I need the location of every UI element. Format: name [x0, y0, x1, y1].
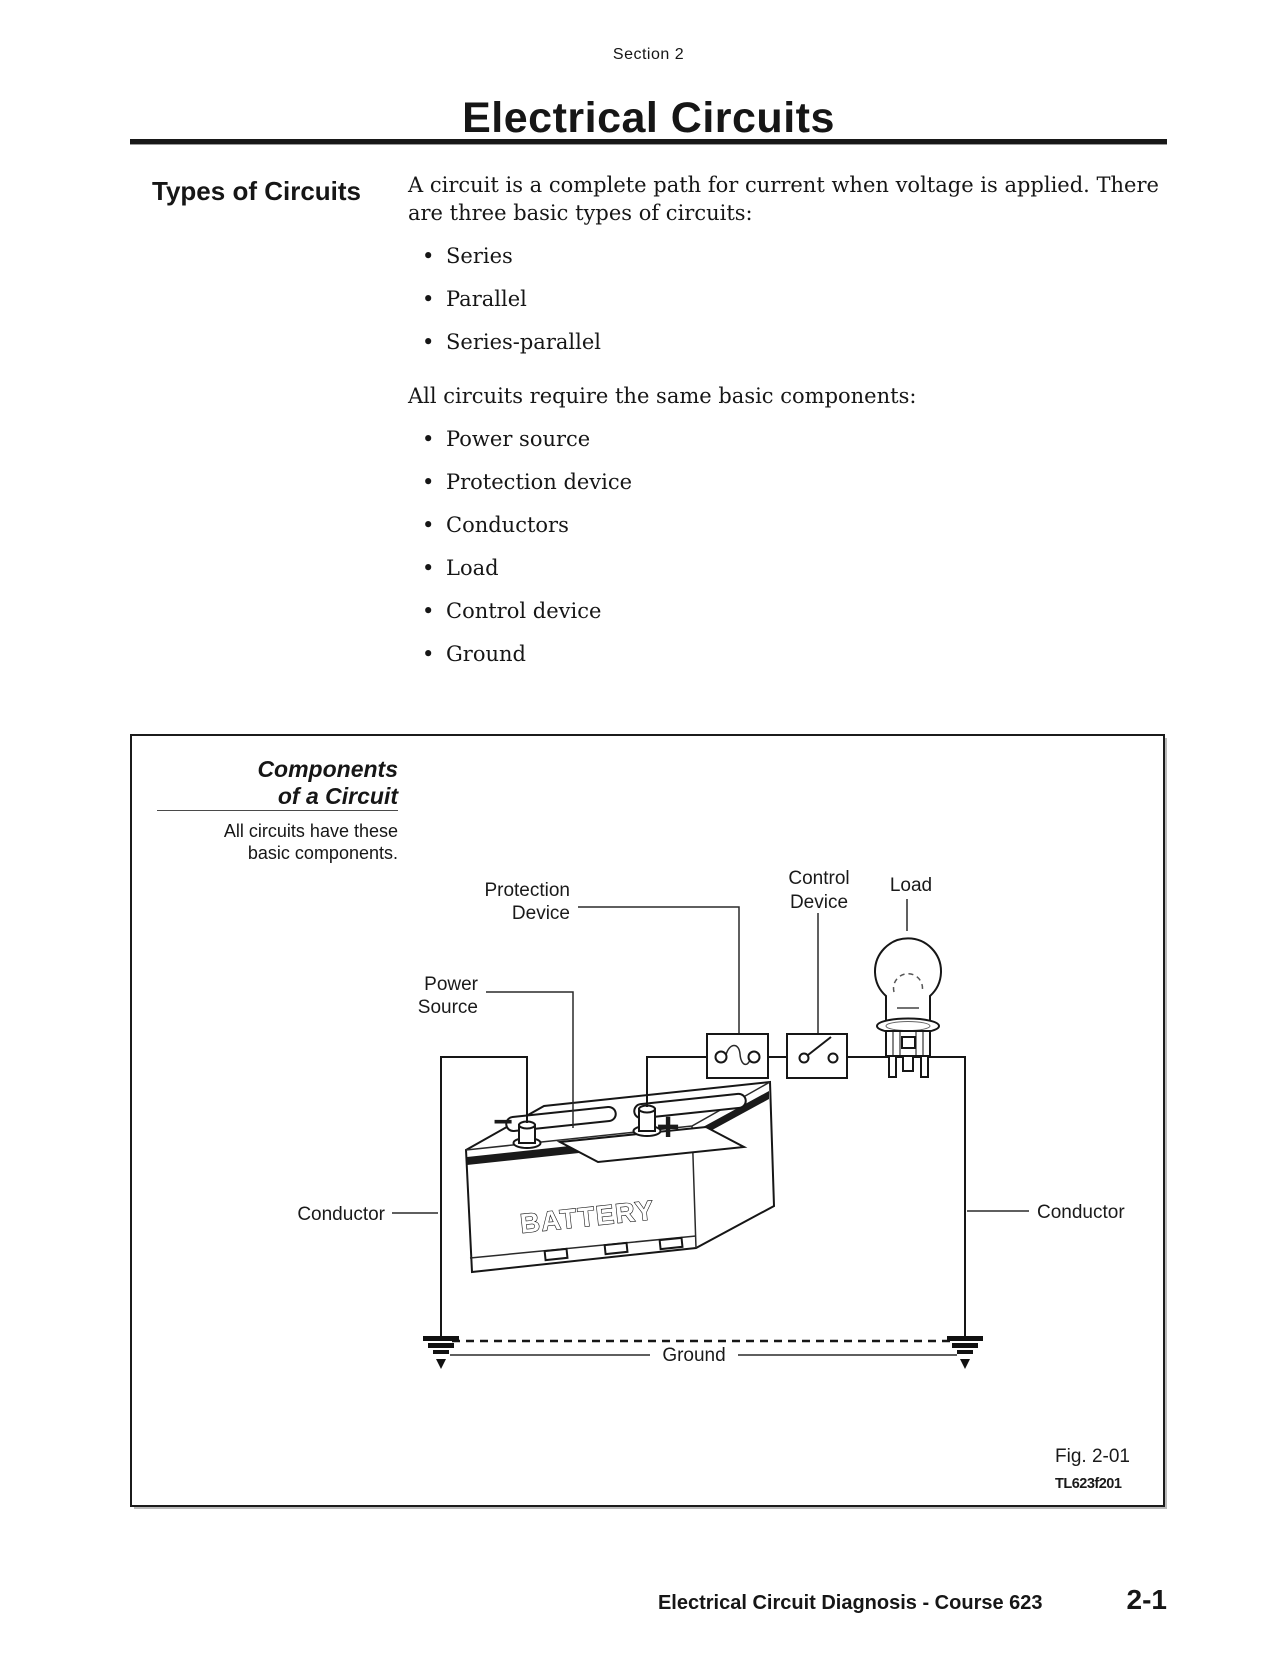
list-item-label: Series-parallel [446, 330, 601, 354]
protection-device-label: Device [512, 903, 570, 924]
minus-sign: − [493, 1103, 513, 1141]
figure-title-rule [157, 810, 398, 811]
battery-label: BATTERY [519, 1195, 656, 1239]
list-item: Control device [422, 600, 632, 622]
protection-device-label: Protection [484, 880, 570, 901]
list-item-label: Load [446, 556, 499, 580]
ground-symbol-icon [423, 1336, 459, 1369]
list-item-label: Protection device [446, 470, 633, 494]
light-bulb-icon [874, 937, 942, 1078]
ground-label: Ground [662, 1345, 725, 1366]
components-list: Power source Protection device Conductor… [422, 428, 632, 686]
list-item-label: Ground [446, 642, 526, 666]
figure-caption-line: basic components. [247, 843, 398, 863]
section-heading: Types of Circuits [152, 176, 362, 206]
ground-symbol-icon [947, 1336, 983, 1369]
list-item: Protection device [422, 471, 632, 493]
figure-caption: All circuits have these basic components… [152, 820, 398, 864]
bulb-filament [892, 973, 924, 993]
battery-icon: BATTERY [464, 1080, 776, 1274]
list-item: Parallel [422, 288, 601, 310]
power-source-label: Source [418, 997, 478, 1018]
intro-line-2: are three basic types of circuits: [408, 201, 753, 225]
list-item: Ground [422, 643, 632, 665]
switch-icon [786, 1033, 848, 1079]
wire-negative-to-ground [440, 1056, 528, 1336]
power-source-label: Power [424, 974, 479, 995]
footer-page-number: 2-1 [1126, 1584, 1167, 1615]
list-item: Conductors [422, 514, 632, 536]
figure-code: TL623f201 [1055, 1476, 1122, 1492]
protection-pointer-line [578, 906, 740, 1033]
list-item: Series-parallel [422, 331, 601, 353]
title-rule [130, 139, 1167, 145]
figure-title: Components of a Circuit [152, 756, 398, 810]
circuit-types-list: Series Parallel Series-parallel [422, 245, 601, 374]
load-label: Load [890, 875, 932, 896]
list-item-label: Conductors [446, 513, 569, 537]
list-item-label: Series [446, 244, 513, 268]
components-intro: All circuits require the same basic comp… [408, 384, 917, 408]
list-item: Load [422, 557, 632, 579]
intro-line-1: A circuit is a complete path for current… [408, 173, 1159, 197]
control-device-label: Control [788, 868, 849, 889]
footer-course: Electrical Circuit Diagnosis - Course 62… [657, 1592, 1043, 1614]
list-item: Power source [422, 428, 632, 450]
list-item-label: Control device [446, 599, 602, 623]
conductor-right-label: Conductor [1037, 1202, 1125, 1223]
list-item-label: Parallel [446, 287, 527, 311]
section-label: Section 2 [612, 46, 685, 63]
fuse-icon [706, 1033, 769, 1079]
figure-title-line: Components [257, 756, 398, 782]
page-footer: Electrical Circuit Diagnosis - Course 62… [130, 1584, 1167, 1616]
wire-positive-to-fuse [646, 1056, 707, 1107]
power-pointer-line [486, 991, 574, 1128]
control-device-label: Device [790, 892, 848, 913]
figure-caption-line: All circuits have these [223, 821, 398, 841]
figure-number: Fig. 2-01 [1055, 1446, 1130, 1467]
figure-title-line: of a Circuit [277, 783, 398, 809]
list-item-label: Power source [446, 427, 591, 451]
wire-load-to-ground [847, 1056, 966, 1336]
list-item: Series [422, 245, 601, 267]
page-title: Electrical Circuits [462, 94, 835, 142]
plus-sign: + [656, 1105, 679, 1149]
conductor-left-label: Conductor [297, 1204, 385, 1225]
